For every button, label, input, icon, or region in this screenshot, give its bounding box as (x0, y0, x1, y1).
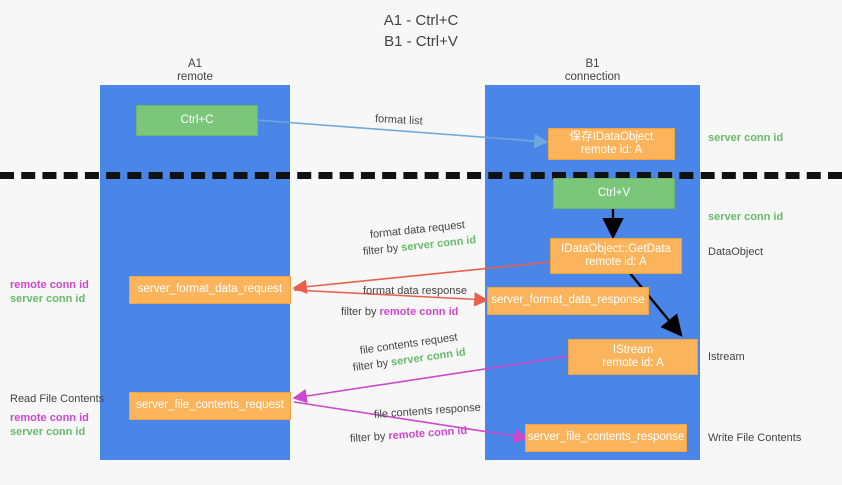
box-ctrl-c-label: Ctrl+C (180, 114, 214, 126)
lane-a1-sub: remote (177, 71, 213, 83)
box-server-format-data-response: server_format_data_response (487, 287, 649, 315)
box-server-file-contents-request-label: server_file_contents_request (136, 399, 284, 412)
label-left-read-file-contents: Read File Contents (10, 392, 104, 406)
label-left-conn-ids-1: remote conn id server conn id (10, 278, 89, 306)
box-save-idataobject: 保存IDataObject remote id: A (548, 128, 675, 160)
label-right-server-conn-id-mid: server conn id (708, 210, 783, 224)
label-fcresp-filter-prefix: filter by (349, 430, 389, 445)
label-right-istream: Istream (708, 350, 745, 364)
box-server-format-data-response-label: server_format_data_response (491, 294, 645, 307)
label-format-data-response-text: format data response (363, 285, 467, 297)
label-fdresp-filter-prefix: filter by (341, 306, 380, 318)
lane-a1-name: A1 (187, 58, 203, 70)
label-format-list-text: format list (374, 113, 423, 128)
arrow-format-list (255, 119, 549, 149)
label-fdresp-filter-value: remote conn id (379, 306, 459, 318)
label-right-write-file-contents-text: Write File Contents (708, 432, 802, 444)
box-istream-line1: IStream (612, 343, 654, 356)
label-right-dataobject: DataObject (708, 245, 763, 259)
lane-header-b1: B1 connection (485, 58, 700, 84)
box-istream-line2: remote id: A (602, 357, 664, 369)
label-right-dataobject-text: DataObject (708, 246, 764, 258)
label-right-server-conn-id-mid-text: server conn id (708, 211, 784, 223)
label-right-server-conn-id-top-text: server conn id (708, 132, 784, 144)
box-save-idataobject-line1: 保存IDataObject (569, 130, 654, 143)
box-server-file-contents-response: server_file_contents_response (525, 424, 687, 452)
arrow-getdata-to-istream (628, 271, 683, 337)
box-server-file-contents-response-label: server_file_contents_response (527, 431, 685, 444)
label-format-list: format list (375, 112, 423, 128)
arrow-format-data-request (292, 261, 551, 294)
box-save-idataobject-line2: remote id: A (580, 144, 643, 156)
box-ctrl-c: Ctrl+C (136, 105, 258, 136)
label-left-conn-ids-2: remote conn id server conn id (10, 411, 89, 439)
label-format-data-response: format data response (363, 284, 467, 298)
box-ctrl-v: Ctrl+V (553, 178, 675, 209)
lane-b1-sub: connection (564, 71, 621, 83)
divider-dashed-line (0, 172, 842, 179)
title-line-1: A1 - Ctrl+C (383, 12, 459, 29)
arrow-format-data-response (293, 289, 489, 307)
label-left-read-file-contents-text: Read File Contents (10, 393, 105, 405)
box-ctrl-v-label: Ctrl+V (597, 187, 631, 199)
arrow-file-contents-request (292, 355, 571, 404)
title-line-2: B1 - Ctrl+V (384, 33, 458, 50)
lane-header-a1: A1 remote (100, 58, 290, 84)
box-idataobject-getdata: IDataObject::GetData remote id: A (550, 238, 682, 274)
box-istream: IStream remote id: A (568, 339, 698, 375)
label-left-remote-conn-id-2: remote conn id (10, 412, 89, 424)
box-server-format-data-request-label: server_format_data_request (137, 283, 283, 296)
label-left-server-conn-id-2: server conn id (10, 426, 86, 438)
box-getdata-line1: IDataObject::GetData (561, 242, 671, 255)
box-getdata-line2: remote id: A (585, 256, 647, 268)
lane-b1-name: B1 (585, 58, 600, 70)
label-right-write-file-contents: Write File Contents (708, 431, 801, 445)
label-fdreq-filter-prefix: filter by (362, 242, 402, 258)
label-format-data-response-filter: filter by remote conn id (341, 305, 458, 319)
diagram-title: A1 - Ctrl+C B1 - Ctrl+V (0, 10, 842, 52)
label-left-remote-conn-id-1: remote conn id (10, 279, 89, 291)
arrow-file-contents-response (293, 401, 529, 444)
label-right-istream-text: Istream (708, 351, 745, 363)
box-server-format-data-request: server_format_data_request (129, 276, 291, 304)
label-left-server-conn-id-1: server conn id (10, 293, 86, 305)
label-right-server-conn-id-top: server conn id (708, 131, 783, 145)
box-server-file-contents-request: server_file_contents_request (129, 392, 291, 420)
